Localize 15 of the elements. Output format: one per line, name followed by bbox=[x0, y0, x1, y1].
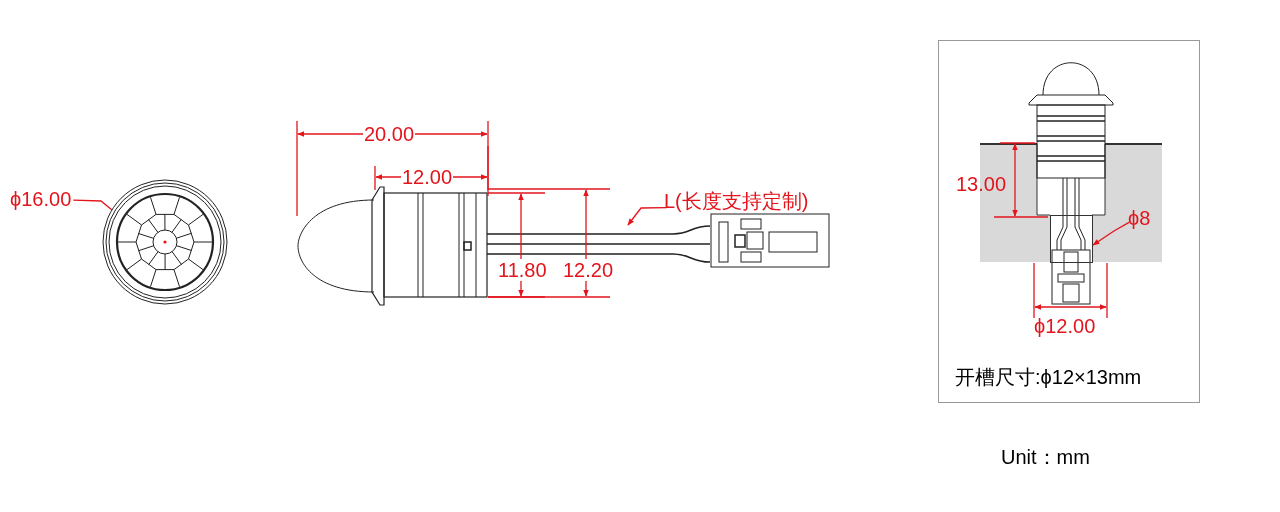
mounting-slot-outline bbox=[1050, 215, 1093, 263]
slot-size-note: 开槽尺寸:ϕ12×13mm bbox=[955, 366, 1142, 388]
sensor-front-view-drawing bbox=[100, 178, 230, 308]
dimension-label: 12.20 bbox=[562, 259, 615, 281]
leader-line bbox=[627, 206, 668, 226]
dimension-label: 11.80 bbox=[497, 259, 548, 281]
unit-note: Unit：mm bbox=[1001, 446, 1090, 468]
dimension-label: 13.00 bbox=[956, 173, 1007, 195]
leader-line bbox=[72, 199, 113, 211]
cable-drawing bbox=[487, 225, 711, 263]
dimension-label: ϕ8 bbox=[1128, 207, 1151, 229]
leader-line bbox=[1092, 221, 1130, 246]
dimension-label: ϕ16.00 bbox=[10, 188, 72, 210]
dimension-label: ϕ12.00 bbox=[1034, 315, 1096, 337]
leader-label: L(长度支持定制) bbox=[664, 190, 809, 212]
